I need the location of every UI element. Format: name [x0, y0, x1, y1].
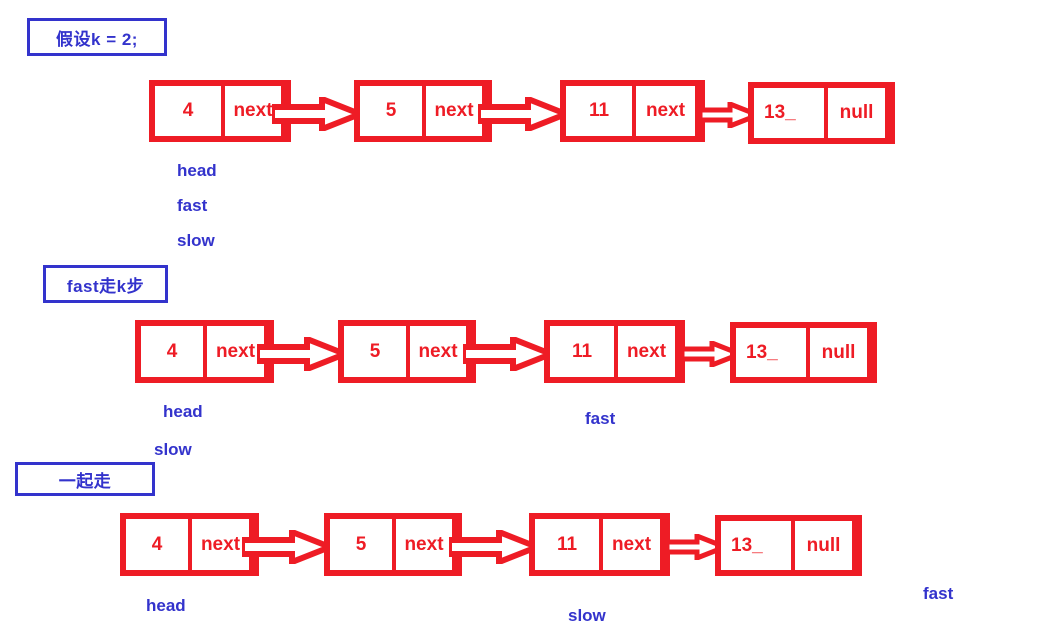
node-value-text: 13_: [746, 341, 778, 363]
pointer-label-slow-text: slow: [568, 606, 606, 625]
pointer-label-head-text: head: [177, 161, 217, 180]
step-caption-2-text: fast走k步: [66, 276, 145, 296]
node-value-cell: 5: [330, 519, 392, 570]
list-node: 5 next: [338, 320, 476, 383]
list-node: 13_ null: [730, 322, 877, 383]
node-value-cell: 4: [126, 519, 188, 570]
step-caption-2: fast走k步: [43, 265, 168, 303]
node-value-text: 4: [151, 533, 163, 555]
node-value-cell: 11: [550, 326, 614, 377]
pointer-label-slow: slow: [177, 231, 215, 251]
node-value-cell: 5: [360, 86, 422, 136]
list-node: 4 next: [149, 80, 291, 142]
pointer-label-fast-text: fast: [585, 409, 616, 428]
node-value-text: 5: [385, 100, 397, 121]
node-pointer-cell: next: [618, 326, 675, 377]
step-caption-1: 假设k = 2;: [27, 18, 167, 56]
node-value-text: 11: [588, 100, 610, 121]
pointer-label-fast: fast: [585, 409, 615, 429]
pointer-label-head-text: head: [163, 402, 203, 421]
node-value-cell: 4: [155, 86, 221, 136]
node-value-cell: 13_: [754, 88, 824, 138]
pointer-label-slow-text: slow: [177, 231, 215, 250]
pointer-label-slow-text: slow: [154, 440, 192, 459]
node-value-text: 5: [369, 340, 381, 362]
node-null-cell: null: [795, 521, 852, 570]
node-value-text: 13_: [731, 534, 763, 556]
node-pointer-text: next: [611, 533, 652, 555]
node-value-text: 4: [166, 340, 178, 362]
node-value-text: 4: [182, 100, 194, 121]
next-arrow: [463, 337, 553, 371]
node-pointer-cell: next: [207, 326, 264, 377]
list-node: 4 next: [120, 513, 259, 576]
list-node: 11 next: [544, 320, 685, 383]
pointer-label-fast-text: fast: [923, 584, 954, 603]
list-node: 13_ null: [715, 515, 862, 576]
node-pointer-text: next: [215, 340, 256, 362]
node-null-text: null: [806, 534, 841, 556]
node-null-text: null: [821, 341, 856, 363]
list-node: 11 next: [560, 80, 705, 142]
node-pointer-text: next: [418, 340, 458, 362]
node-value-cell: 11: [535, 519, 599, 570]
step-caption-1-text: 假设k = 2;: [56, 29, 138, 49]
list-node: 11 next: [529, 513, 670, 576]
next-arrow: [449, 530, 539, 564]
node-value-text: 5: [355, 533, 367, 555]
pointer-label-fast: fast: [923, 584, 953, 604]
pointer-label-head: head: [146, 596, 186, 616]
node-value-text: 11: [571, 340, 593, 362]
node-null-cell: null: [828, 88, 885, 138]
list-node: 5 next: [324, 513, 462, 576]
node-pointer-text: next: [404, 533, 444, 555]
pointer-label-fast-text: fast: [177, 196, 208, 215]
node-value-text: 13_: [764, 102, 796, 123]
node-value-cell: 11: [566, 86, 632, 136]
node-value-cell: 13_: [721, 521, 791, 570]
step-caption-3: 一起走: [15, 462, 155, 496]
pointer-label-head: head: [177, 161, 217, 181]
node-null-cell: null: [810, 328, 867, 377]
node-null-text: null: [839, 102, 874, 123]
node-pointer-cell: next: [192, 519, 249, 570]
node-value-cell: 4: [141, 326, 203, 377]
node-value-cell: 5: [344, 326, 406, 377]
node-pointer-cell: next: [426, 86, 482, 136]
node-value-cell: 13_: [736, 328, 806, 377]
node-pointer-text: next: [200, 533, 241, 555]
pointer-label-head-text: head: [146, 596, 186, 615]
node-value-text: 11: [556, 533, 578, 555]
node-pointer-cell: next: [603, 519, 660, 570]
node-pointer-text: next: [626, 340, 667, 362]
node-pointer-text: next: [645, 100, 686, 121]
pointer-label-head: head: [163, 402, 203, 422]
node-pointer-text: next: [233, 100, 273, 121]
node-pointer-cell: next: [396, 519, 452, 570]
node-pointer-text: next: [434, 100, 474, 121]
step-caption-3-text: 一起走: [58, 471, 112, 491]
node-pointer-cell: next: [636, 86, 695, 136]
list-node: 13_ null: [748, 82, 895, 144]
pointer-label-fast: fast: [177, 196, 207, 216]
list-node: 4 next: [135, 320, 274, 383]
node-pointer-cell: next: [410, 326, 466, 377]
node-pointer-cell: next: [225, 86, 281, 136]
list-node: 5 next: [354, 80, 492, 142]
pointer-label-slow: slow: [568, 606, 606, 626]
pointer-label-slow: slow: [154, 440, 192, 460]
